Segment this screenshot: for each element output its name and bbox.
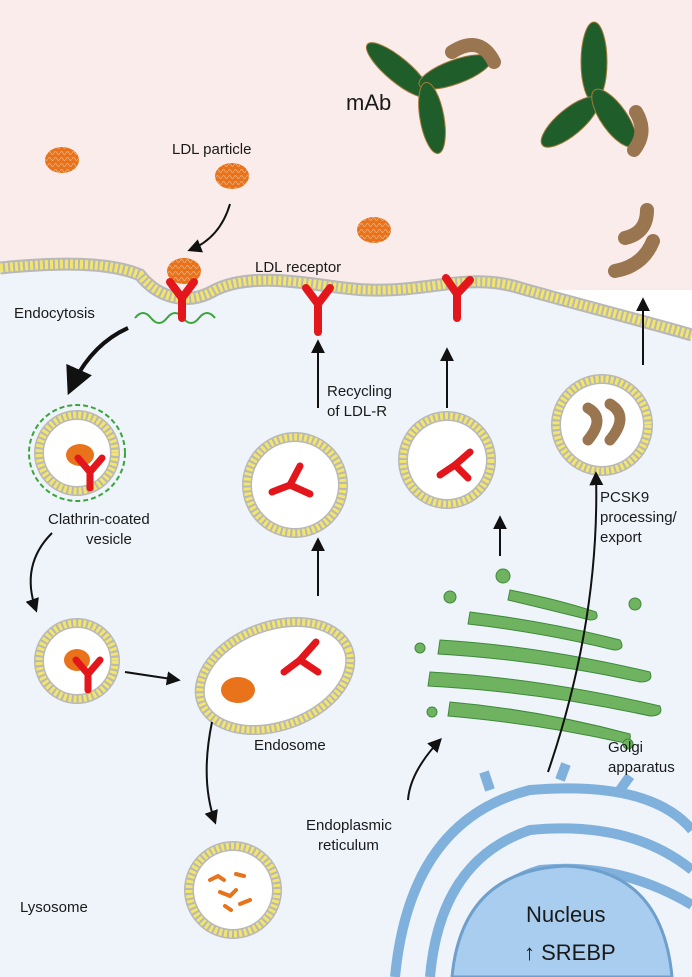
label-pcsk9-3: export [600,529,643,546]
label-lysosome: Lysosome [20,899,88,916]
label-recycling-2: of LDL-R [327,403,387,420]
label-srebp: ↑ SREBP [524,940,616,965]
label-ldl-particle: LDL particle [172,141,251,158]
label-ldl-receptor: LDL receptor [255,259,341,276]
extracellular-space [0,0,692,290]
antibody-1 [365,38,501,155]
recycling-vesicle-2 [398,411,496,509]
label-endocytosis: Endocytosis [14,305,95,322]
label-er-2: reticulum [318,837,379,854]
ldl-particles [45,147,391,284]
label-clathrin-1: Clathrin-coated [48,511,150,528]
clathrin-coated-vesicle [28,404,126,502]
nucleus [450,864,674,977]
label-golgi-1: Golgi [608,739,643,756]
plasma-membrane-beads [0,259,692,340]
label-pcsk9-2: processing/ [600,509,678,526]
label-recycling-1: Recycling [327,383,392,400]
label-pcsk9-1: PCSK9 [600,489,649,506]
label-er-1: Endoplasmic [306,817,392,834]
membrane-receptors [166,274,474,336]
recycling-vesicle-1 [242,432,348,538]
pcsk9-vesicle [551,374,653,476]
lysosome [184,841,282,939]
pcsk9-exported [608,203,660,278]
transport-vesicle [34,618,120,704]
pathway-arrows [25,203,650,825]
intracellular-space [0,264,692,977]
label-nucleus: Nucleus [526,902,605,927]
label-golgi-2: apparatus [608,759,675,776]
antibody-2 [540,21,649,157]
endosome [194,616,356,736]
label-clathrin-2: vesicle [86,531,132,548]
clathrin-coat-pit [134,312,216,324]
label-endosome: Endosome [254,737,326,754]
label-mab: mAb [346,90,391,115]
